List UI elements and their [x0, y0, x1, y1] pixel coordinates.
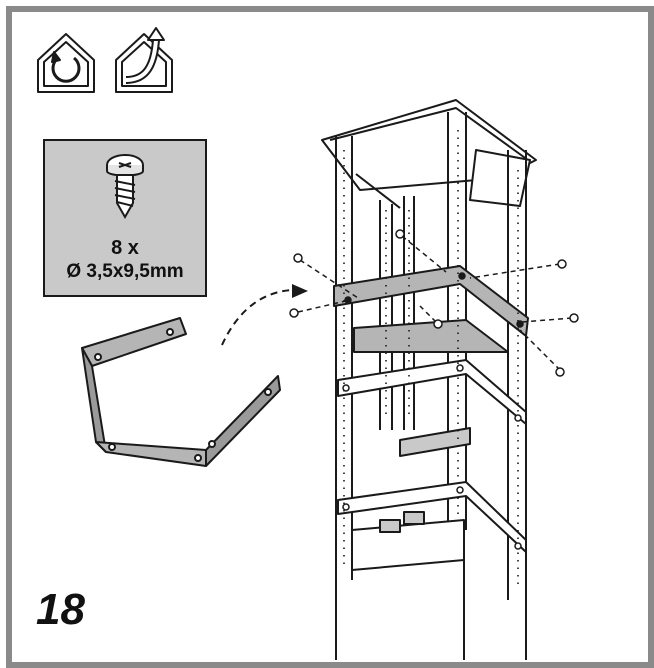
screw-quantity: 8 x: [111, 237, 139, 259]
upright-holes: [343, 130, 519, 590]
instruction-frame: [6, 6, 654, 668]
screw-specification-panel: 8 x Ø 3,5x9,5mm: [43, 139, 207, 297]
extraction-mode-icon: [115, 27, 173, 93]
step-number: 18: [36, 585, 85, 634]
screw-dimension: Ø 3,5x9,5mm: [66, 261, 184, 282]
recirculation-mode-icon: [37, 33, 95, 93]
screw-icon: [106, 154, 144, 220]
fixing-screws: [289, 229, 579, 550]
loose-bracket: [81, 317, 281, 467]
chimney-frame: [321, 99, 537, 660]
direction-arrow: [221, 284, 308, 346]
